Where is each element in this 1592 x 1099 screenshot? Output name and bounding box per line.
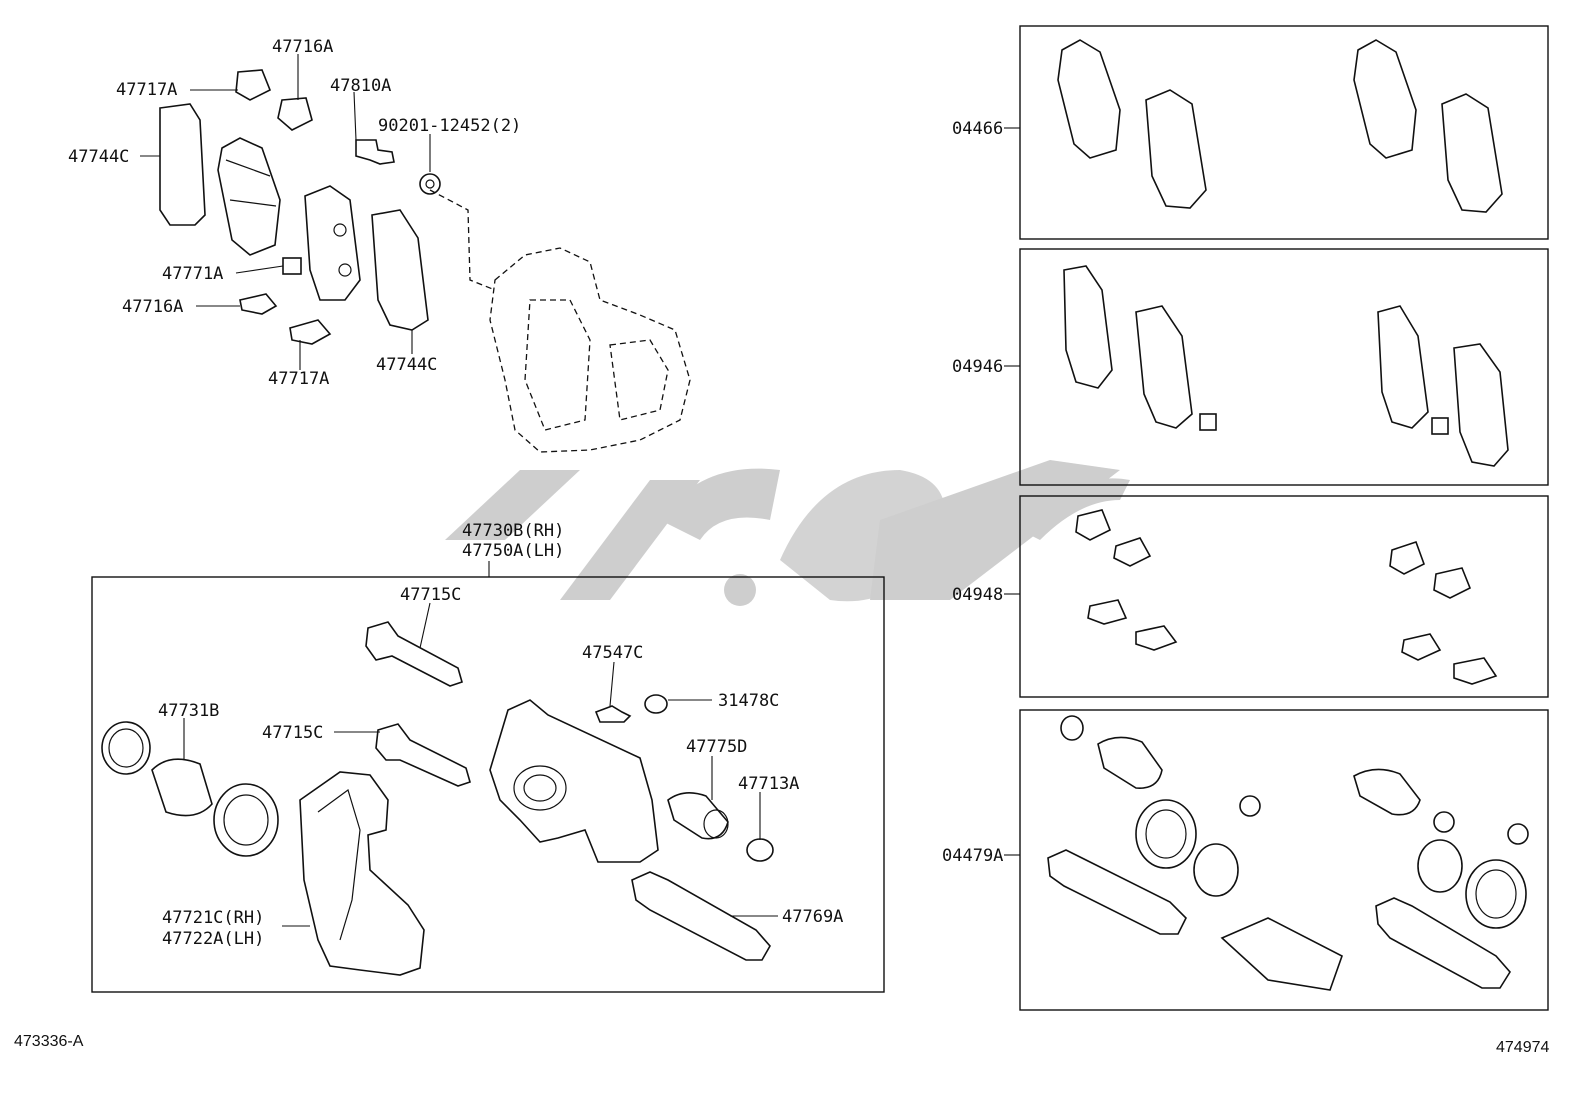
- label-47717A-top: 47717A: [116, 80, 177, 100]
- label-47722A: 47722A(LH): [162, 929, 264, 949]
- pad-kit-exploded: [159, 69, 441, 345]
- label-47744C-left: 47744C: [68, 147, 129, 167]
- cap-31478C: [644, 694, 668, 714]
- label-47750A: 47750A(LH): [462, 541, 564, 561]
- clip-47716A-mid: [239, 293, 278, 315]
- pin-47769A: [631, 871, 771, 961]
- washer-90201: [419, 173, 441, 195]
- label-47771A: 47771A: [162, 264, 223, 284]
- pin-47715C-top: [365, 621, 463, 687]
- indicator-47771A: [282, 257, 302, 275]
- clip-47716A-top: [277, 97, 313, 131]
- label-47730B: 47730B(RH): [462, 521, 564, 541]
- kit-04948-parts: [1075, 509, 1498, 685]
- label-47716A-mid: 47716A: [122, 297, 183, 317]
- label-04946: 04946: [952, 357, 1003, 377]
- label-04466: 04466: [952, 119, 1003, 139]
- label-31478C: 31478C: [718, 691, 779, 711]
- kit-box-04479A: [1019, 709, 1549, 1011]
- label-47769A: 47769A: [782, 907, 843, 927]
- piston-47731B: [151, 758, 213, 817]
- kit-box-04946: [1019, 248, 1549, 486]
- label-47810A: 47810A: [330, 76, 391, 96]
- kit-04946-parts: [1063, 265, 1509, 467]
- pin-47715C-mid: [375, 723, 471, 787]
- label-47715C-top: 47715C: [400, 585, 461, 605]
- label-04479A: 04479A: [942, 846, 1003, 866]
- label-47716A-top: 47716A: [272, 37, 333, 57]
- boot-47775D: [667, 792, 729, 840]
- bolt-47810A: [355, 139, 395, 165]
- shim-right: [371, 209, 429, 331]
- clip-47717A-top: [235, 69, 272, 101]
- footer-ref-left: 473336-A: [14, 1033, 84, 1050]
- label-47731B: 47731B: [158, 701, 219, 721]
- kit-box-04948: [1019, 495, 1549, 698]
- shim-left: [159, 103, 206, 226]
- bracket-47721C: [299, 771, 425, 976]
- label-47744C-right: 47744C: [376, 355, 437, 375]
- label-47717A-bot: 47717A: [268, 369, 329, 389]
- label-47713A: 47713A: [738, 774, 799, 794]
- clip-47717A-bot: [289, 319, 332, 345]
- label-47715C-mid: 47715C: [262, 723, 323, 743]
- caliper-assembly-parts: [101, 621, 774, 976]
- kit-04479A-parts: [1047, 715, 1529, 991]
- label-90201-12452: 90201-12452(2): [378, 116, 521, 136]
- leader-lines: [140, 54, 1020, 927]
- caliper-assembly-box: [91, 576, 885, 993]
- part-labels: 47716A 47717A 47810A 90201-12452(2) 4774…: [68, 37, 1003, 949]
- caliper-phantom: [429, 189, 691, 453]
- bleeder-47547C: [594, 705, 632, 723]
- plug-47713A: [746, 838, 774, 862]
- kit-04466-parts: [1057, 39, 1503, 213]
- pad-inner: [217, 137, 281, 256]
- pad-outer: [304, 185, 361, 301]
- label-47721C: 47721C(RH): [162, 908, 264, 928]
- label-47775D: 47775D: [686, 737, 747, 757]
- label-04948: 04948: [952, 585, 1003, 605]
- kit-box-04466: [1019, 25, 1549, 240]
- footer-ref-right: 474974: [1496, 1039, 1549, 1056]
- watermark-logo: [445, 460, 1130, 606]
- caliper-body: [489, 699, 659, 863]
- label-47547C: 47547C: [582, 643, 643, 663]
